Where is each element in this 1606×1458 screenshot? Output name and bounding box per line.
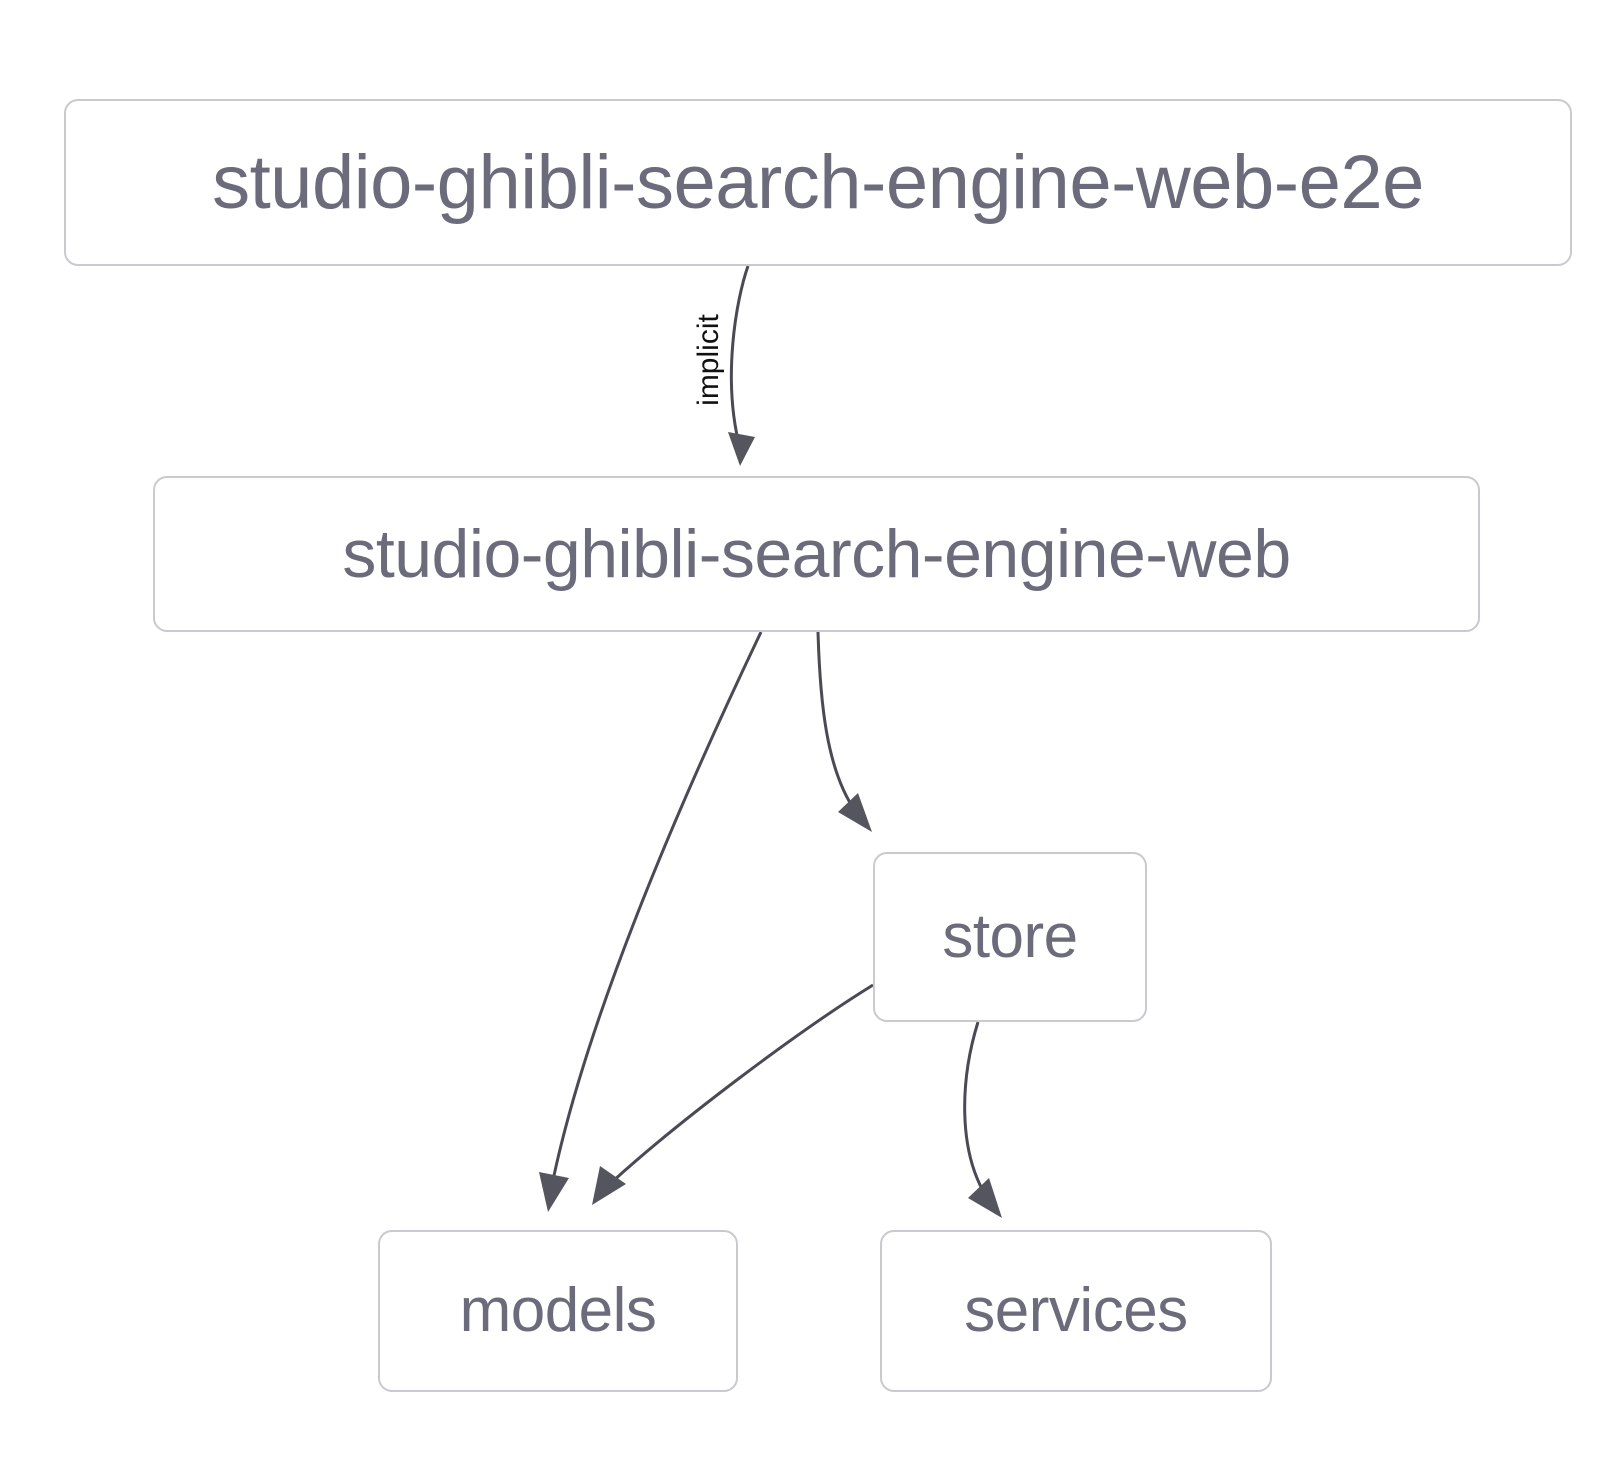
node-studio-ghibli-search-engine-web-e2e[interactable]: studio-ghibli-search-engine-web-e2e (64, 99, 1572, 266)
node-models[interactable]: models (378, 1230, 738, 1392)
node-services[interactable]: services (880, 1230, 1272, 1392)
arrow-head-icon (539, 1172, 569, 1212)
edge-label-implicit: implicit (692, 314, 725, 406)
node-label: studio-ghibli-search-engine-web-e2e (212, 139, 1424, 225)
arrow-head-icon (728, 432, 755, 466)
edge-path (963, 1021, 988, 1197)
edge-path (610, 983, 874, 1184)
node-label: services (964, 1276, 1188, 1345)
node-label: models (459, 1276, 657, 1345)
edge-store-to-services[interactable] (963, 1021, 1002, 1218)
arrow-head-icon (838, 793, 872, 832)
node-label: store (942, 902, 1078, 971)
edge-e2e-to-web[interactable]: implicit (692, 265, 755, 466)
edge-web-to-store[interactable] (816, 631, 872, 832)
edge-web-to-models[interactable] (539, 631, 763, 1212)
node-label: studio-ghibli-search-engine-web (342, 516, 1291, 592)
edge-path (550, 631, 763, 1186)
edge-store-to-models[interactable] (592, 983, 874, 1205)
node-studio-ghibli-search-engine-web[interactable]: studio-ghibli-search-engine-web (153, 476, 1480, 632)
arrow-head-icon (592, 1166, 626, 1205)
edge-path (729, 265, 750, 449)
arrow-head-icon (968, 1178, 1002, 1218)
node-store[interactable]: store (873, 852, 1147, 1022)
edge-path (816, 631, 858, 813)
